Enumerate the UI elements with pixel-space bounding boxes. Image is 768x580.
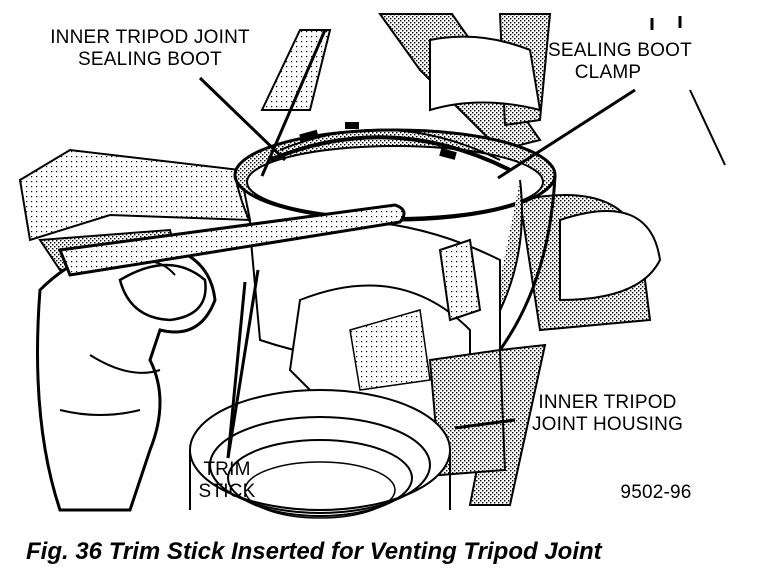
boot-clamp: [269, 122, 511, 172]
trim-stick: [57, 203, 406, 277]
label-joint-housing-line1: INNER TRIPOD: [538, 392, 677, 413]
sealing-boot: [233, 128, 557, 351]
label-joint-housing-line2: JOINT HOUSING: [531, 414, 684, 435]
label-boot-clamp-line1: SEALING BOOT: [548, 40, 692, 61]
label-trim-stick-line1: TRIM: [203, 459, 251, 480]
label-sealing-boot-line2: SEALING BOOT: [78, 49, 222, 70]
label-boot-clamp-line2: CLAMP: [574, 62, 642, 83]
label-sealing-boot-line1: INNER TRIPOD JOINT: [50, 27, 250, 48]
tripod-rings: [189, 389, 451, 519]
label-trim-stick-line2: STICK: [198, 481, 256, 502]
leader-lines: [198, 16, 682, 459]
figure-number: 9502-96: [620, 482, 692, 503]
figure-caption: Fig. 36 Trim Stick Inserted for Venting …: [26, 538, 602, 565]
shaft-background: [260, 13, 726, 506]
label-joint-housing: INNER TRIPOD JOINT HOUSING: [515, 392, 700, 436]
label-boot-clamp: SEALING BOOT CLAMP: [548, 40, 692, 84]
label-trim-stick: TRIM STICK: [182, 459, 272, 503]
hand: [36, 243, 217, 512]
label-sealing-boot: INNER TRIPOD JOINT SEALING BOOT: [40, 27, 260, 71]
